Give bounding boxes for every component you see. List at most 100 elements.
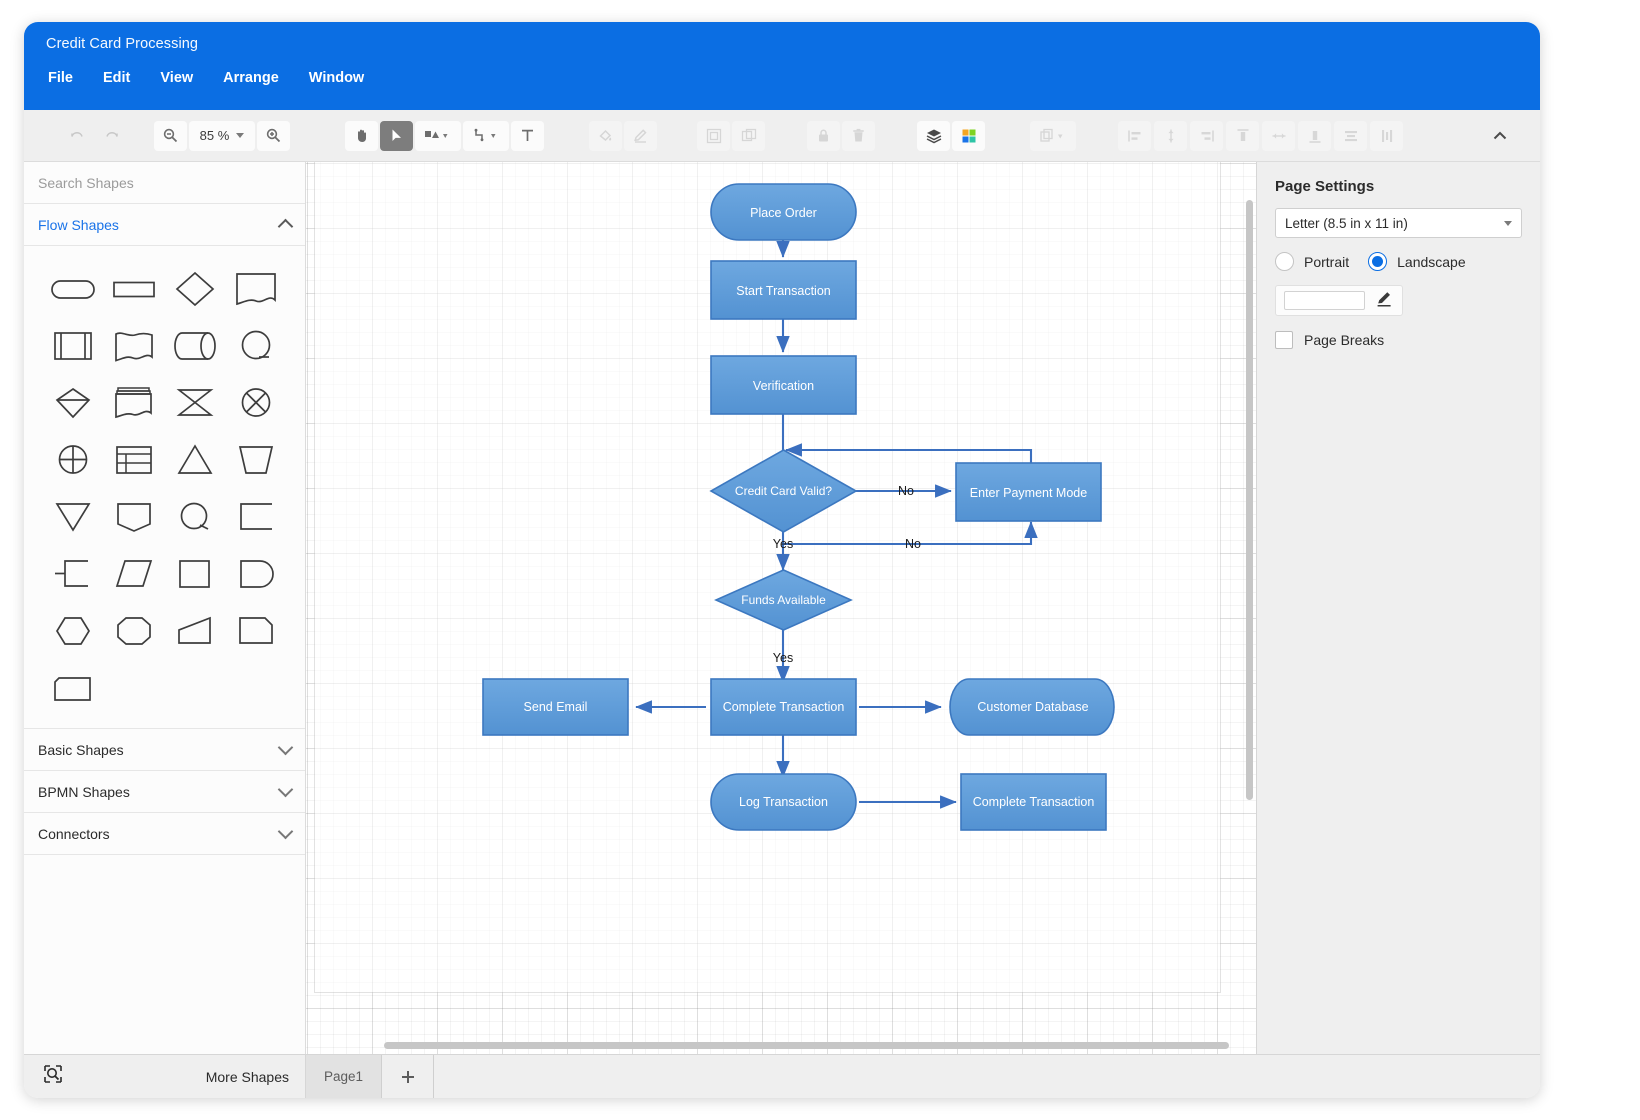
shape-cut-corner[interactable]: [226, 602, 287, 659]
section-bpmn-shapes[interactable]: BPMN Shapes: [24, 771, 305, 813]
shape-wave-document[interactable]: [103, 317, 164, 374]
shape-hourglass[interactable]: [165, 374, 226, 431]
align-top-button[interactable]: [1226, 120, 1259, 151]
fit-page-button[interactable]: [697, 120, 730, 151]
menu-window[interactable]: Window: [308, 70, 365, 86]
collapse-toolbar-button[interactable]: [1483, 121, 1516, 151]
node-place-order[interactable]: Place Order: [710, 183, 857, 241]
shape-internal-storage[interactable]: [42, 317, 103, 374]
shape-card[interactable]: [42, 659, 103, 716]
align-left-button[interactable]: [1118, 120, 1151, 151]
menu-file[interactable]: File: [48, 70, 73, 86]
canvas-vertical-scrollbar[interactable]: [1246, 200, 1253, 800]
radio-portrait[interactable]: [1275, 252, 1294, 271]
select-tool-button[interactable]: [380, 120, 413, 151]
align-right-button[interactable]: [1190, 120, 1223, 151]
shape-terminator[interactable]: [226, 545, 287, 602]
shape-decision[interactable]: [42, 374, 103, 431]
text-tool-button[interactable]: [511, 120, 544, 151]
distribute-vertical-button[interactable]: [1334, 120, 1367, 151]
shape-bracket[interactable]: [226, 488, 287, 545]
shape-hexagon[interactable]: [42, 602, 103, 659]
node-customer-database[interactable]: Customer Database: [949, 678, 1115, 736]
node-send-email[interactable]: Send Email: [482, 678, 629, 736]
shape-loop-limit-circle[interactable]: [226, 317, 287, 374]
page-tabs: Page1: [306, 1055, 434, 1098]
lock-button[interactable]: [807, 120, 840, 151]
section-connectors[interactable]: Connectors: [24, 813, 305, 855]
duplicate-button[interactable]: [1030, 120, 1076, 151]
line-color-button[interactable]: [624, 120, 657, 151]
page-breaks-checkbox[interactable]: [1275, 331, 1293, 349]
page-breaks-row: Page Breaks: [1275, 331, 1522, 349]
pencil-icon[interactable]: [1375, 289, 1394, 313]
shape-ramp[interactable]: [165, 602, 226, 659]
shape-direct-data[interactable]: [165, 317, 226, 374]
search-shapes-field[interactable]: [24, 162, 305, 204]
edge-label-yes-1: Yes: [773, 537, 793, 551]
node-verification[interactable]: Verification: [710, 355, 857, 415]
section-basic-shapes-label: Basic Shapes: [38, 741, 124, 758]
more-shapes-button[interactable]: More Shapes: [205, 1068, 289, 1085]
shape-tool-button[interactable]: [415, 120, 461, 151]
zoom-in-button[interactable]: [257, 120, 290, 151]
shape-circle-cross[interactable]: [226, 374, 287, 431]
shape-multi-document[interactable]: [103, 374, 164, 431]
distribute-horizontal-button[interactable]: [1370, 120, 1403, 151]
shape-diamond[interactable]: [165, 260, 226, 317]
align-bottom-button[interactable]: [1298, 120, 1331, 151]
editor-body: Flow Shapes: [24, 162, 1540, 1054]
zoom-out-button[interactable]: [154, 120, 187, 151]
shape-triangle[interactable]: [165, 431, 226, 488]
node-log-transaction[interactable]: Log Transaction: [710, 773, 857, 831]
shape-pentagon-down[interactable]: [103, 488, 164, 545]
shape-table[interactable]: [103, 431, 164, 488]
fit-selection-button[interactable]: [732, 120, 765, 151]
shape-display[interactable]: [165, 488, 226, 545]
shape-fork[interactable]: [42, 545, 103, 602]
shape-octagon[interactable]: [103, 602, 164, 659]
node-complete-transaction-2[interactable]: Complete Transaction: [960, 773, 1107, 831]
shape-rounded-rectangle[interactable]: [42, 260, 103, 317]
paper-size-dropdown[interactable]: Letter (8.5 in x 11 in): [1275, 208, 1522, 238]
menu-view[interactable]: View: [160, 70, 194, 86]
node-start-transaction[interactable]: Start Transaction: [710, 260, 857, 320]
background-color-swatch[interactable]: [1284, 291, 1365, 310]
node-credit-card-valid-label: Credit Card Valid?: [735, 484, 832, 498]
page-tab-page1[interactable]: Page1: [306, 1055, 382, 1098]
node-funds-available[interactable]: Funds Available: [714, 569, 853, 631]
align-middle-button[interactable]: [1262, 120, 1295, 151]
diagram-canvas[interactable]: Place Order Start Transaction Verificati…: [306, 162, 1256, 1054]
shape-rectangle[interactable]: [103, 260, 164, 317]
shape-inverted-triangle[interactable]: [42, 488, 103, 545]
shape-trapezoid[interactable]: [226, 431, 287, 488]
theme-colors-button[interactable]: [952, 120, 985, 151]
canvas-horizontal-scrollbar[interactable]: [384, 1042, 1229, 1049]
node-complete-transaction[interactable]: Complete Transaction: [710, 678, 857, 736]
node-enter-payment-mode[interactable]: Enter Payment Mode: [955, 462, 1102, 522]
chevron-down-icon: [236, 133, 245, 138]
connector-tool-button[interactable]: [463, 120, 509, 151]
menu-edit[interactable]: Edit: [102, 70, 131, 86]
zoom-level-dropdown[interactable]: 85 %: [189, 120, 255, 151]
shape-square[interactable]: [165, 545, 226, 602]
fill-color-button[interactable]: [589, 120, 622, 151]
node-credit-card-valid[interactable]: Credit Card Valid?: [709, 449, 858, 533]
section-flow-shapes[interactable]: Flow Shapes: [24, 204, 305, 246]
shape-document[interactable]: [226, 260, 287, 317]
shape-circle-plus[interactable]: [42, 431, 103, 488]
delete-button[interactable]: [842, 120, 875, 151]
radio-landscape[interactable]: [1368, 252, 1388, 271]
align-center-horizontal-button[interactable]: [1154, 120, 1187, 151]
pan-tool-button[interactable]: [345, 120, 378, 151]
undo-button[interactable]: [60, 121, 93, 151]
add-page-button[interactable]: [382, 1055, 434, 1098]
magnifier-box-icon[interactable]: [42, 1063, 64, 1090]
search-shapes-input[interactable]: [38, 174, 291, 191]
layers-button[interactable]: [917, 120, 950, 151]
flowchart[interactable]: Place Order Start Transaction Verificati…: [306, 162, 1256, 1022]
section-basic-shapes[interactable]: Basic Shapes: [24, 729, 305, 771]
redo-button[interactable]: [95, 121, 128, 151]
menu-arrange[interactable]: Arrange: [223, 70, 279, 86]
shape-parallelogram[interactable]: [103, 545, 164, 602]
